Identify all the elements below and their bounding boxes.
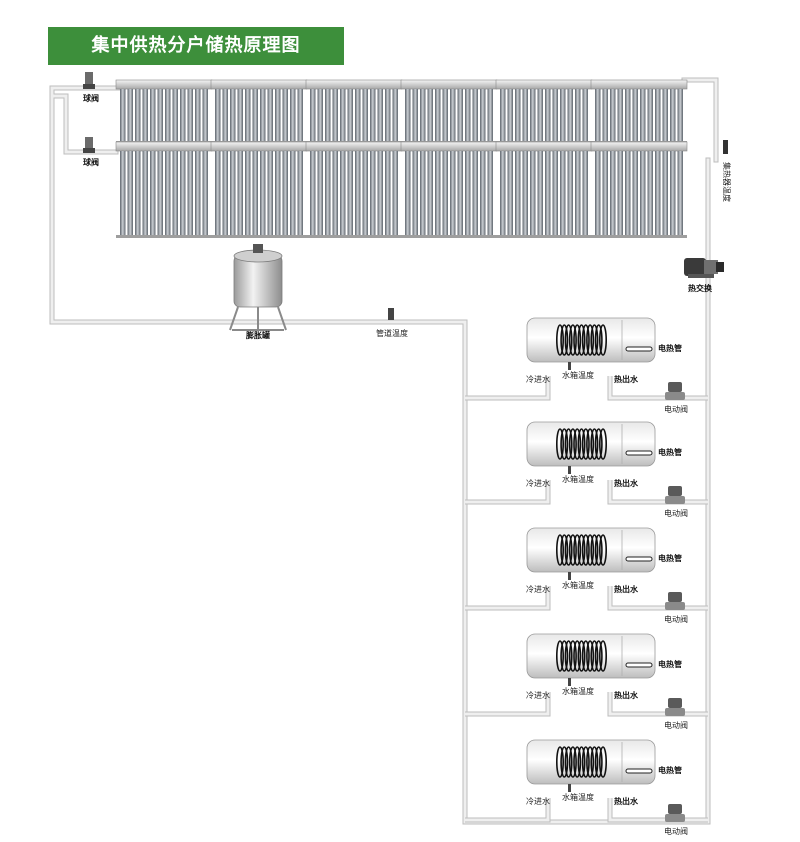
solar-collector-panel — [590, 141, 688, 238]
heater-element-icon — [625, 662, 653, 668]
motorized-valve-label: 电动阀 — [664, 508, 688, 518]
cold-inlet-label: 冷进水 — [526, 374, 550, 384]
tank-temp-label: 水箱温度 — [562, 686, 594, 696]
hot-outlet-label: 热出水 — [614, 796, 639, 806]
motorized-valve-label: 电动阀 — [664, 404, 688, 414]
heater-label: 电热管 — [658, 765, 682, 775]
storage-units: 电热管冷进水水箱温度热出水电动阀电热管冷进水水箱温度热出水电动阀电热管冷进水水箱… — [465, 317, 708, 836]
ball-valve-bottom-label: 球阀 — [83, 157, 99, 167]
motorized-valve[interactable] — [665, 804, 685, 822]
solar-collector-panel — [590, 79, 688, 144]
pipe-temp-label: 管道温度 — [376, 328, 408, 338]
motorized-valve[interactable] — [665, 382, 685, 400]
solar-collector-panel — [210, 79, 308, 144]
cold-inlet-label: 冷进水 — [526, 478, 550, 488]
tank-temp-sensor-icon — [568, 784, 571, 792]
solar-collector-panel — [400, 79, 498, 144]
heat-exchange-coil-icon — [555, 640, 607, 672]
motorized-valve[interactable] — [665, 592, 685, 610]
solar-collector-panel — [115, 79, 213, 144]
hot-outlet-label: 热出水 — [614, 478, 639, 488]
heat-exchange-coil-icon — [555, 746, 607, 778]
hot-outlet-label: 热出水 — [614, 690, 639, 700]
tank-temp-label: 水箱温度 — [562, 580, 594, 590]
heater-label: 电热管 — [658, 553, 682, 563]
diagram-title: 集中供热分户储热原理图 — [48, 27, 344, 65]
cold-inlet-label: 冷进水 — [526, 584, 550, 594]
heat-exchange-coil-icon — [555, 324, 607, 356]
tank-temp-sensor-icon — [568, 572, 571, 580]
expansion-tank-label: 膨胀罐 — [245, 330, 270, 340]
motorized-valve-label: 电动阀 — [664, 826, 688, 836]
heater-label: 电热管 — [658, 343, 682, 353]
motorized-valve[interactable] — [665, 698, 685, 716]
tank-temp-sensor-icon — [568, 466, 571, 474]
motorized-valve-label: 电动阀 — [664, 720, 688, 730]
solar-collector-panel — [495, 141, 593, 238]
heat-exchanger-pump — [684, 258, 724, 278]
heater-label: 电热管 — [658, 659, 682, 669]
cold-inlet-label: 冷进水 — [526, 796, 550, 806]
solar-collector-panel — [210, 141, 308, 238]
ball-valve-bottom[interactable] — [83, 137, 95, 153]
heater-element-icon — [625, 556, 653, 562]
collector-temp-label: 集热器温度 — [722, 162, 732, 202]
pipe-temp-sensor-icon — [388, 308, 394, 320]
tank-temp-label: 水箱温度 — [562, 474, 594, 484]
heat-exchange-coil-icon — [555, 534, 607, 566]
motorized-valve-label: 电动阀 — [664, 614, 688, 624]
solar-collector-panel — [115, 141, 213, 238]
hot-outlet-label: 热出水 — [614, 374, 639, 384]
motorized-valve[interactable] — [665, 486, 685, 504]
solar-collector-panel — [305, 141, 403, 238]
tank-temp-sensor-icon — [568, 362, 571, 370]
heat-exchanger-label: 热交换 — [688, 283, 713, 293]
ball-valve-top-label: 球阀 — [83, 93, 99, 103]
solar-collector-panel — [305, 79, 403, 144]
solar-collector-panel — [400, 141, 498, 238]
cold-inlet-label: 冷进水 — [526, 690, 550, 700]
collector-temp-sensor-icon — [723, 140, 728, 154]
tank-temp-sensor-icon — [568, 678, 571, 686]
heater-label: 电热管 — [658, 447, 682, 457]
hot-outlet-label: 热出水 — [614, 584, 639, 594]
heat-exchange-coil-icon — [555, 428, 607, 460]
tank-temp-label: 水箱温度 — [562, 370, 594, 380]
heater-element-icon — [625, 450, 653, 456]
tank-temp-label: 水箱温度 — [562, 792, 594, 802]
solar-collector-array — [115, 79, 688, 238]
heater-element-icon — [625, 346, 653, 352]
solar-collector-panel — [495, 79, 593, 144]
expansion-tank — [229, 244, 287, 331]
ball-valve-top[interactable] — [83, 72, 95, 89]
heater-element-icon — [625, 768, 653, 774]
